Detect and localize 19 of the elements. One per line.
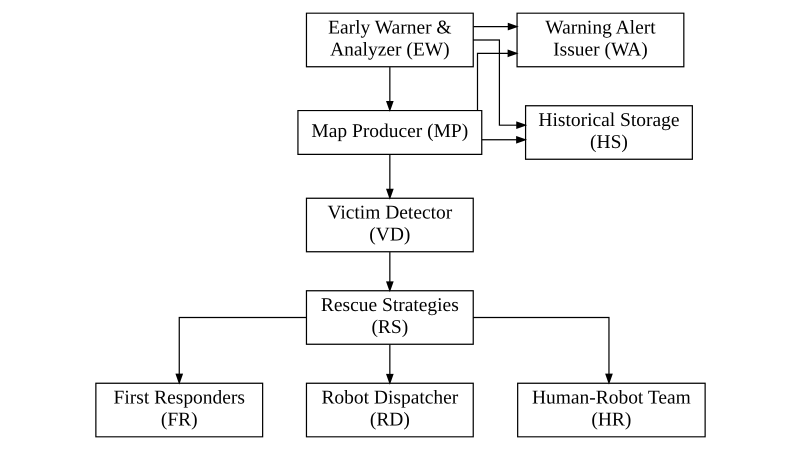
node-box: Rescue Strategies (RS) — [305, 290, 474, 345]
arrow — [386, 252, 394, 292]
arrow — [386, 154, 394, 200]
node-box: Map Producer (MP) — [296, 110, 482, 155]
arrow — [473, 22, 518, 30]
arrow — [476, 50, 518, 110]
node-box: Historical Storage (HS) — [524, 105, 692, 160]
arrow — [481, 136, 527, 144]
node-box: Victim Detector (VD) — [305, 198, 474, 252]
arrow — [386, 344, 394, 385]
arrow — [472, 316, 612, 385]
arrow — [386, 67, 394, 112]
node-box: Human-Robot Team (HR) — [516, 382, 706, 438]
node-box: Warning Alert Issuer (WA) — [516, 12, 684, 68]
arrow — [472, 39, 527, 130]
node-box: Early Warner & Analyzer (EW) — [305, 12, 474, 68]
node-box: First Responders (FR) — [94, 382, 263, 438]
arrow — [174, 316, 306, 385]
node-box: Robot Dispatcher (RD) — [305, 382, 474, 438]
